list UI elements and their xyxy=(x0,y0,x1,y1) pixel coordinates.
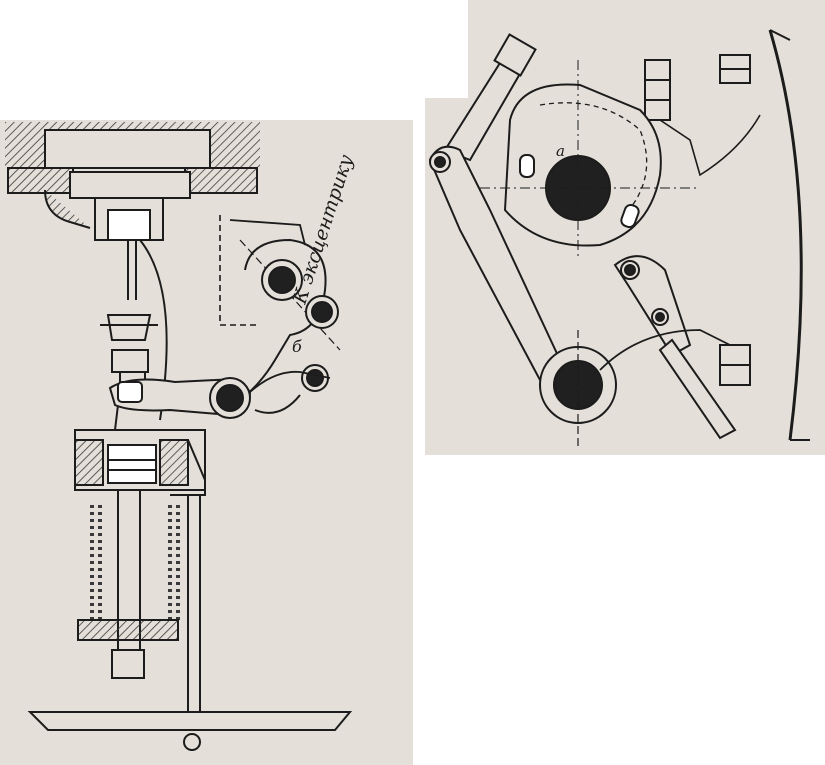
top-stud xyxy=(644,59,671,121)
pin-right xyxy=(306,369,324,387)
bottom-plate xyxy=(27,711,353,731)
pin-lower xyxy=(216,384,244,412)
label-b: б xyxy=(292,337,302,356)
bottom-nut xyxy=(111,649,145,679)
lever-plate xyxy=(239,238,327,401)
pin-upper xyxy=(268,266,296,294)
top-housing xyxy=(5,122,260,241)
label-a: а xyxy=(556,142,565,160)
valve-housing xyxy=(74,429,206,496)
lower-rod xyxy=(658,338,737,440)
housing-arc xyxy=(768,29,803,441)
nut xyxy=(100,314,158,341)
left-drawing xyxy=(5,122,353,751)
valve-spring xyxy=(77,489,180,679)
left-drawing-panel xyxy=(0,120,413,765)
right-drawing xyxy=(428,29,810,450)
right-bolts xyxy=(719,54,751,386)
slot-left xyxy=(519,154,535,178)
label-eccentric: К эксцентрику xyxy=(289,152,358,307)
pin-eccentric xyxy=(311,301,333,323)
